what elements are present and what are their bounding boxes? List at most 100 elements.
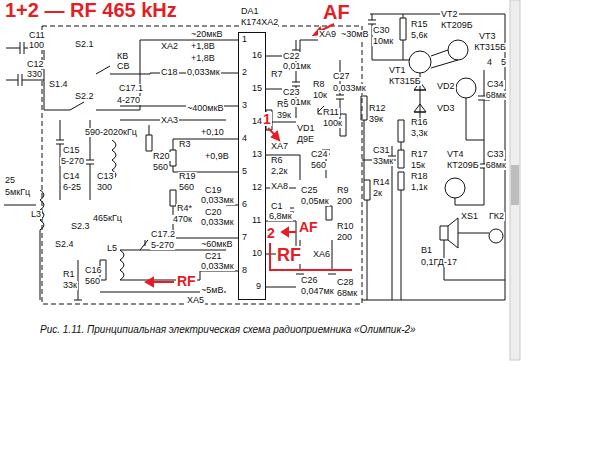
- component-label: +1,8В: [190, 54, 216, 63]
- component-label: L5: [106, 244, 118, 253]
- component-label: 3,3к: [410, 129, 428, 138]
- component-label: VT4: [446, 150, 465, 159]
- pin-number: 7: [241, 233, 248, 242]
- component-label: VD2: [436, 82, 456, 91]
- pin-number: 1: [241, 35, 248, 44]
- component-label: 465кГц: [92, 214, 123, 223]
- component-label: C16: [84, 266, 103, 275]
- component-label: VT1: [388, 66, 407, 75]
- component-label: R1: [62, 270, 76, 279]
- component-label: C19: [204, 186, 223, 195]
- component-label: R16: [410, 118, 429, 127]
- component-label: 5,6к: [410, 31, 428, 40]
- component-label: ХА8: [270, 182, 289, 191]
- component-label: R5: [276, 100, 290, 109]
- component-label: 0,033мк: [200, 196, 235, 205]
- annotation-text: RF: [176, 274, 197, 288]
- pin-number: 4: [241, 134, 248, 143]
- component-label: XS1: [460, 212, 479, 221]
- component-label: R3: [178, 140, 192, 149]
- component-label: 0,033мк: [200, 218, 235, 227]
- component-label: +0,9В: [204, 152, 230, 161]
- component-label: C30: [372, 26, 391, 35]
- component-label: R11: [322, 108, 340, 117]
- component-label: R8: [312, 80, 326, 89]
- component-label: C34: [486, 80, 505, 89]
- component-label: ~60мкВ: [200, 240, 233, 249]
- component-label: R6: [270, 156, 284, 165]
- scrollbar: [510, 0, 520, 360]
- component-label: 39к: [368, 115, 384, 124]
- component-label: 2,2к: [270, 167, 288, 176]
- component-label: C15: [62, 146, 81, 155]
- component-label: R14: [372, 178, 391, 187]
- chip-type: К174ХА2: [241, 18, 278, 27]
- component-label: ~400мкВ: [186, 104, 224, 113]
- scrollbar-thumb: [511, 165, 519, 205]
- component-label: C13: [96, 172, 115, 181]
- component-label: 39к: [276, 111, 292, 120]
- component-label: КТ315Б: [388, 77, 422, 86]
- component-label: ГК2: [488, 212, 505, 221]
- pin-number: 14: [251, 117, 263, 126]
- pin-number: 6: [241, 200, 248, 209]
- component-label: R7: [270, 70, 284, 79]
- figure-caption: Рис. 1.11. Принципиальная электрическая …: [40, 324, 416, 335]
- component-label: ХА7: [270, 142, 289, 151]
- component-label: C17.1: [118, 84, 144, 93]
- component-label: C20: [204, 208, 223, 217]
- pin-number: 9: [255, 282, 262, 291]
- component-label: R10: [336, 222, 355, 231]
- component-label: C28: [336, 278, 355, 287]
- component-label: C27: [332, 72, 351, 81]
- component-label: 0,1ГД-17: [420, 258, 458, 267]
- component-label: 100к: [322, 119, 343, 128]
- component-label: 470к: [172, 215, 193, 224]
- component-label: 6-25: [62, 183, 82, 192]
- component-label: 6,8мк: [268, 212, 293, 221]
- component-label: R12: [368, 104, 387, 113]
- annotation-text: AF: [322, 2, 351, 22]
- component-label: ХА3: [160, 116, 179, 125]
- component-label: S1.4: [48, 80, 69, 89]
- component-label: ~5мВ: [200, 286, 224, 295]
- chip-designator: DA1: [241, 7, 259, 16]
- component-label: 590-2020кГц: [84, 128, 138, 137]
- component-label: 4-270: [116, 96, 141, 105]
- component-label: +0,10: [200, 128, 225, 137]
- component-label: 560: [84, 277, 101, 286]
- component-label: R19: [178, 172, 197, 181]
- pin-number: 15: [251, 84, 263, 93]
- component-label: 68мк: [485, 161, 507, 170]
- component-label: 33к: [62, 281, 78, 290]
- component-label: 5мкГц: [4, 188, 31, 197]
- component-label: ХА9: [318, 30, 337, 39]
- component-label: 0,033мк: [332, 84, 367, 93]
- component-label: C12: [26, 60, 45, 69]
- component-label: C31: [372, 146, 391, 155]
- component-label: 2к: [372, 189, 383, 198]
- component-label: VT3: [478, 32, 497, 41]
- component-label: ~30мВ: [340, 30, 369, 39]
- pin-number: 13: [251, 150, 263, 159]
- component-label: C14: [62, 172, 81, 181]
- wiring: [4, 14, 505, 304]
- component-label: S2.3: [70, 222, 91, 231]
- component-label: VD1: [296, 124, 316, 133]
- annotation-text: 1: [262, 112, 272, 126]
- annotation-text: 2: [266, 226, 276, 240]
- component-label: 300: [96, 183, 113, 192]
- component-label: Д9Е: [296, 135, 315, 144]
- annotation-text: AF: [298, 220, 319, 234]
- component-label: 33мк: [372, 157, 394, 166]
- component-label: 15к: [410, 161, 426, 170]
- component-label: C33: [486, 150, 505, 159]
- component-label: КТ209Б: [446, 161, 480, 170]
- component-label: 200: [336, 233, 353, 242]
- component-label: 68мк: [336, 289, 358, 298]
- pin-number: 8: [241, 266, 248, 275]
- component-label: C17.2: [150, 230, 176, 239]
- component-label: КТ315Б: [473, 43, 507, 52]
- component-label: VT2: [440, 10, 459, 19]
- component-label: 330: [26, 70, 43, 79]
